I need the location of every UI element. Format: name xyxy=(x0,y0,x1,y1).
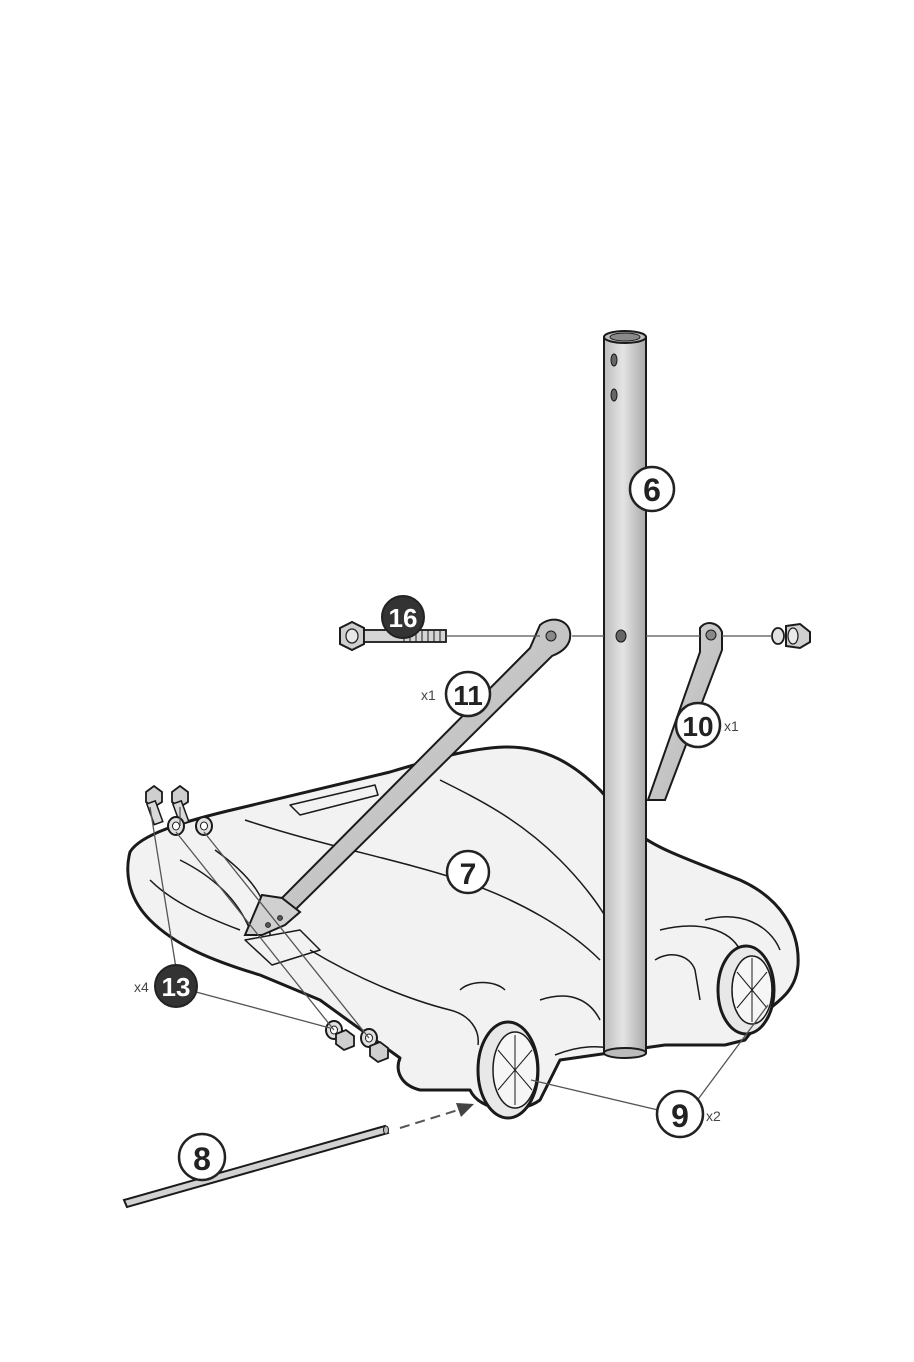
base-shell xyxy=(128,747,798,1109)
callout-qty-11: x1 xyxy=(421,687,436,703)
callout-base: 7 xyxy=(447,851,489,893)
callout-label-11: 11 xyxy=(453,680,483,711)
brace-nut xyxy=(772,624,810,648)
callout-label-6: 6 xyxy=(643,472,661,508)
callout-brace-right: 10 x1 xyxy=(676,703,739,747)
callout-label-16: 16 xyxy=(389,603,418,633)
callout-label-7: 7 xyxy=(460,858,477,891)
callout-label-10: 10 xyxy=(682,711,713,742)
pole xyxy=(604,331,646,1058)
callout-qty-9: x2 xyxy=(706,1108,721,1124)
callout-brace-bolt: 16 xyxy=(382,596,424,638)
callout-label-13: 13 xyxy=(162,972,191,1002)
callout-brace-left: 11 x1 xyxy=(421,672,490,716)
callout-base-bolts: 13 x4 xyxy=(134,965,197,1007)
callout-axle: 8 xyxy=(179,1134,225,1180)
callout-wheel: 9 x2 xyxy=(657,1091,721,1137)
callout-qty-13: x4 xyxy=(134,979,149,995)
wheel-front xyxy=(478,1022,538,1118)
callout-label-8: 8 xyxy=(193,1141,211,1177)
callout-pole: 6 xyxy=(630,467,674,511)
callout-qty-10: x1 xyxy=(724,718,739,734)
wheel-rear xyxy=(718,946,774,1034)
callout-label-9: 9 xyxy=(671,1098,689,1134)
arrow-right-icon xyxy=(400,1103,474,1128)
axle-rod xyxy=(124,1126,389,1207)
